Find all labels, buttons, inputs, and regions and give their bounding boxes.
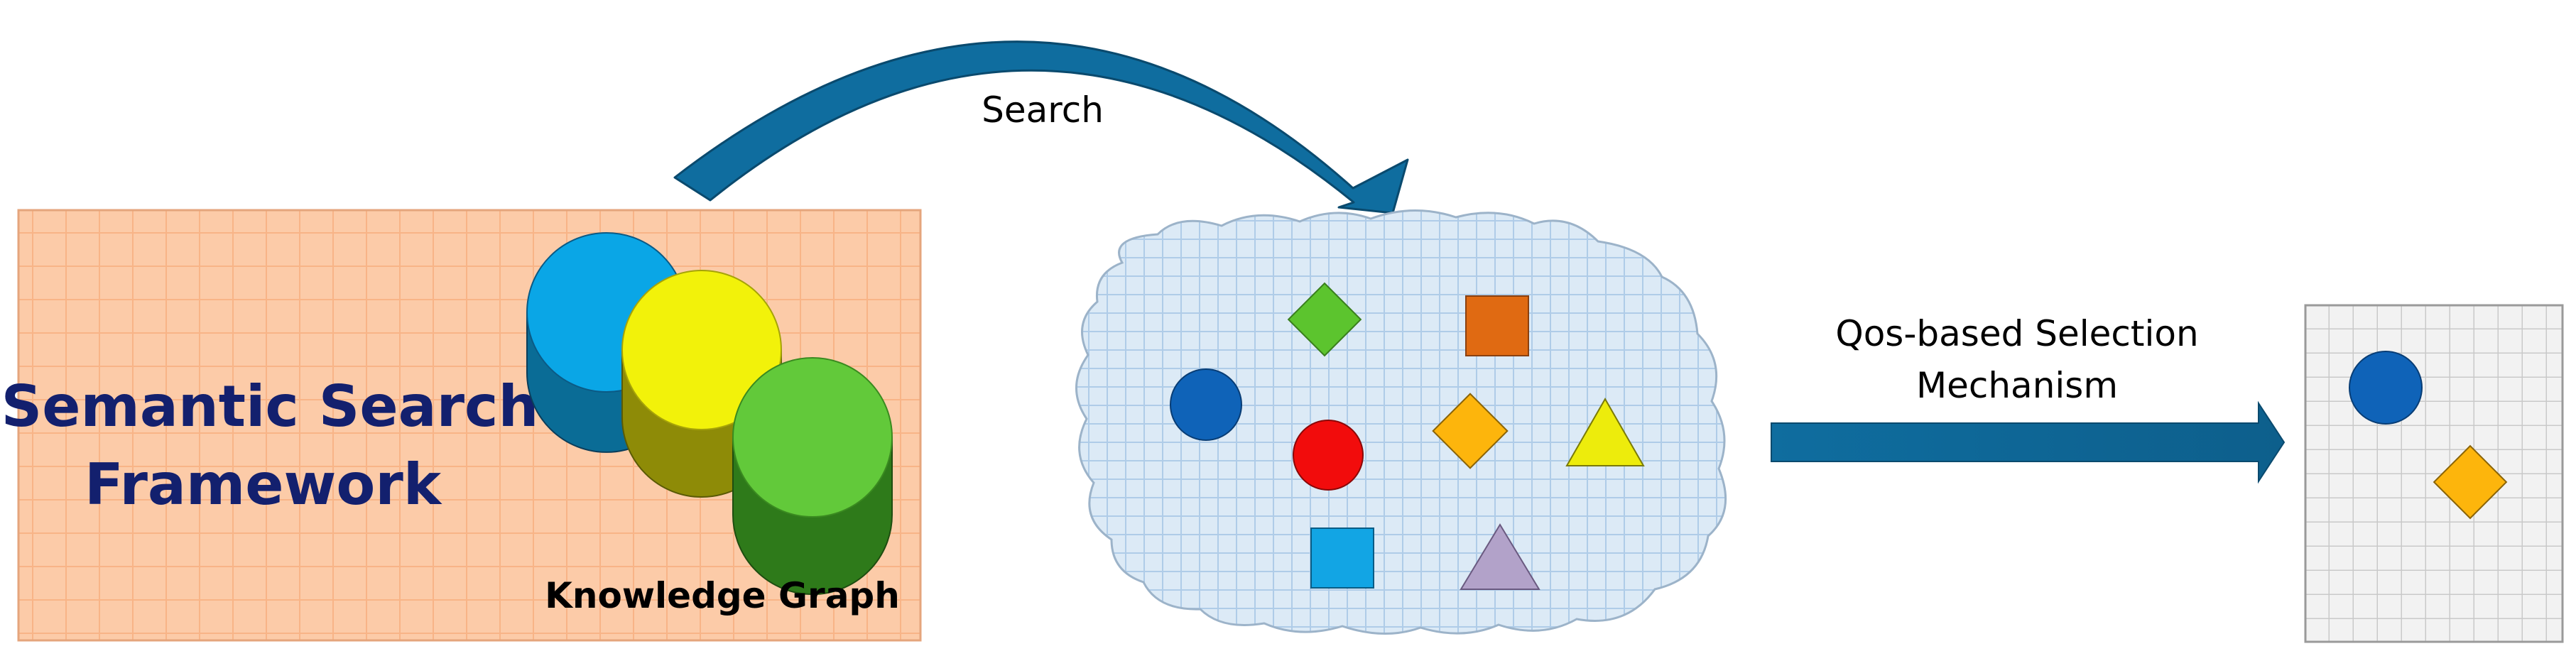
selected-services-panel bbox=[2304, 304, 2564, 643]
selected-blue-circle-icon bbox=[2349, 351, 2423, 425]
red-circle-icon bbox=[1293, 420, 1364, 491]
knowledge-graph-icon bbox=[526, 232, 893, 595]
orange-square-icon bbox=[1465, 295, 1529, 356]
qos-arrow-label-line1: Qos-based Selection bbox=[1835, 313, 2198, 354]
framework-title-line2: Framework bbox=[85, 452, 442, 518]
semantic-search-framework-panel: Semantic Search Framework Knowledge Grap… bbox=[1, 209, 922, 642]
yellow-triangle-icon bbox=[1565, 397, 1645, 466]
framework-title-line1: Semantic Search bbox=[1, 373, 539, 439]
blue-circle-icon bbox=[1170, 368, 1242, 441]
green-diamond-icon bbox=[1287, 282, 1362, 357]
orange-diamond-icon bbox=[1432, 393, 1509, 469]
cyan-square-icon bbox=[1310, 527, 1374, 589]
knowledge-graph-label: Knowledge Graph bbox=[545, 575, 900, 616]
green-cylinder-icon bbox=[732, 357, 893, 595]
search-arrow-label: Search bbox=[982, 89, 1104, 131]
qos-selection-arrow: Qos-based Selection Mechanism bbox=[1771, 313, 2286, 484]
purple-triangle-icon bbox=[1460, 523, 1540, 590]
selected-orange-diamond-icon bbox=[2433, 444, 2508, 520]
search-arrow: Search bbox=[673, 40, 1409, 214]
service-cloud bbox=[1075, 209, 1727, 635]
qos-arrow-label-line2: Mechanism bbox=[1916, 365, 2118, 406]
